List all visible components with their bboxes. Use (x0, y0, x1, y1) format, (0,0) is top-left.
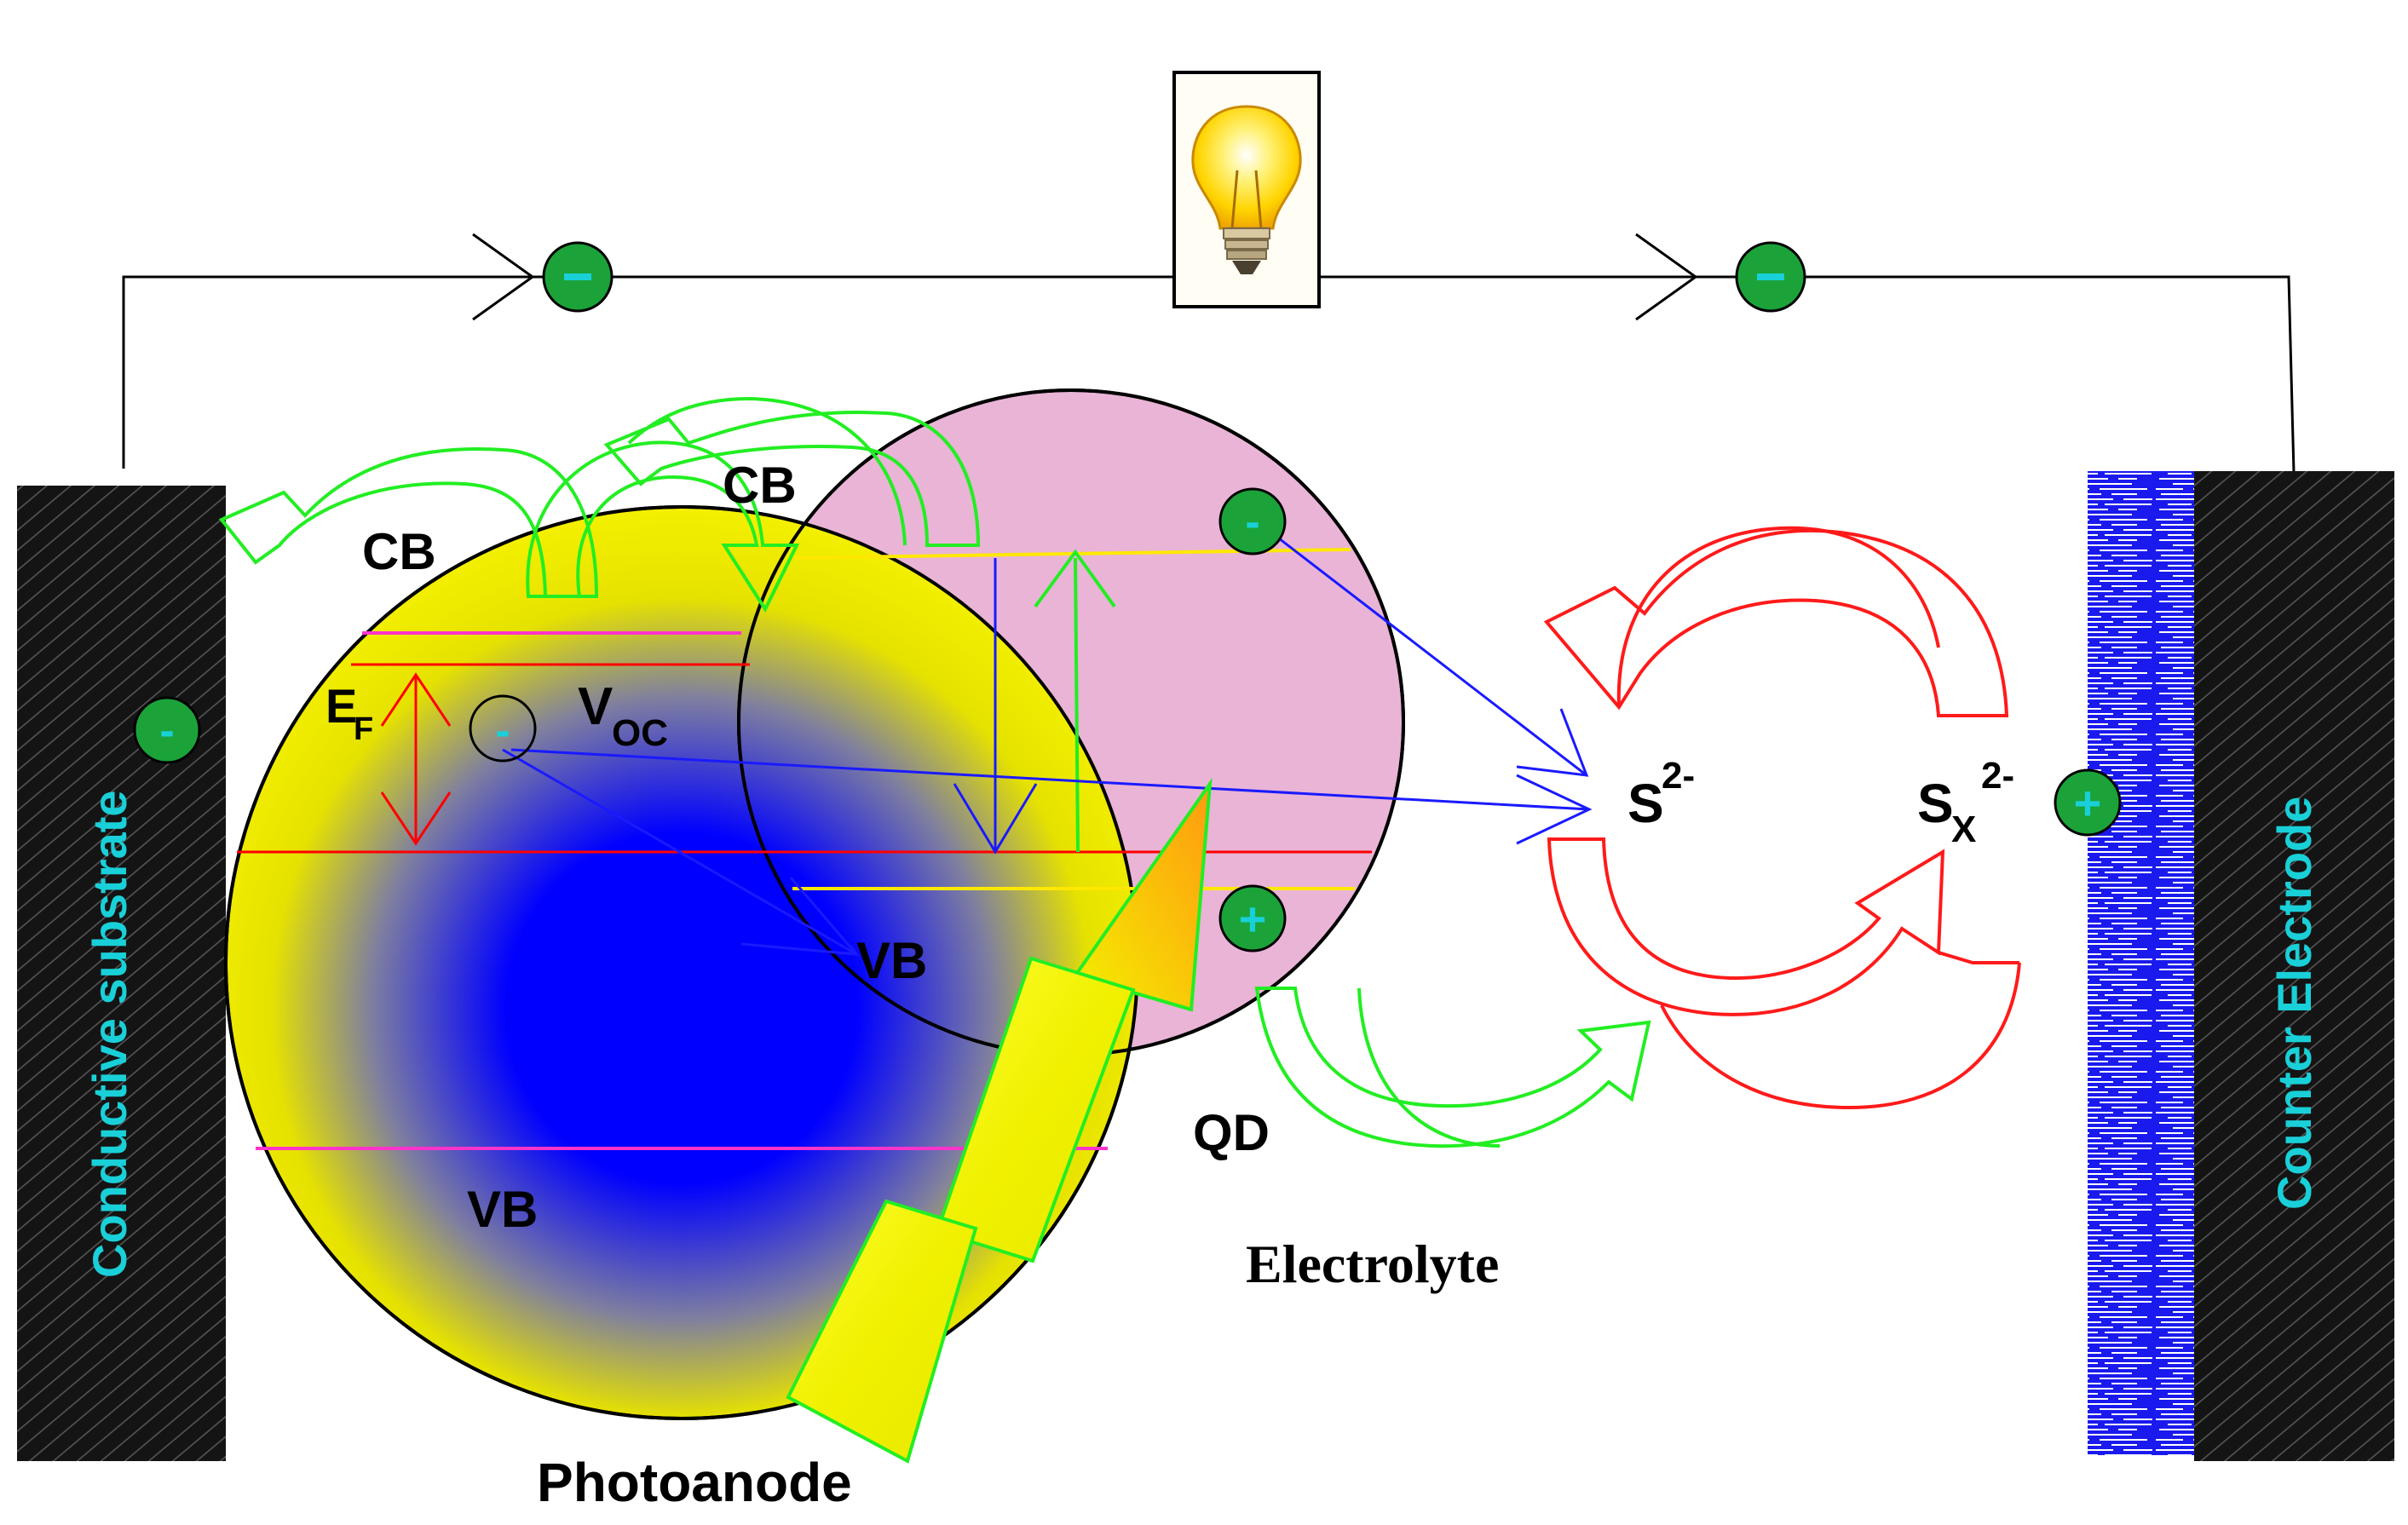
hole-transfer-arrow (1254, 987, 1651, 1148)
electrolyte-label: Electrolyte (1246, 1234, 1499, 1294)
svg-text:OC: OC (612, 712, 668, 754)
electron-photoanode: - (469, 694, 537, 762)
svg-text:S: S (1627, 773, 1664, 834)
conductive-substrate-label: Conductive substrate (83, 790, 136, 1278)
svg-text:2-: 2- (1662, 755, 1695, 797)
redox-cycle (1543, 526, 2021, 1110)
counter-electrode-label: Counter Electrode (2267, 797, 2321, 1210)
qd-cb-label: CB (723, 457, 797, 514)
hole-qd: + (1218, 884, 1287, 952)
svg-text:V: V (578, 677, 613, 736)
svg-text:E: E (325, 679, 357, 733)
svg-text:-: - (495, 706, 510, 756)
photoanode-cb-label: CB (362, 523, 436, 580)
conductive-substrate: Conductive substrate (17, 486, 226, 1461)
svg-text:S: S (1917, 773, 1954, 834)
external-circuit (122, 233, 2296, 474)
svg-text:+: + (1239, 892, 1267, 946)
polysulfide-label: S X 2- (1917, 755, 2014, 850)
current-direction-icon (1635, 233, 1698, 321)
counter-electrode: Counter Electrode (2088, 471, 2394, 1461)
svg-text:+: + (2074, 776, 2102, 830)
sulfide-label: S 2- (1627, 755, 1695, 834)
photoanode-label: Photoanode (537, 1452, 852, 1513)
circuit-electron (542, 241, 614, 313)
qd-label: QD (1193, 1104, 1270, 1161)
svg-text:F: F (354, 711, 373, 747)
incident-light-beam (786, 777, 1213, 1464)
photoanode-vb-label: VB (467, 1181, 538, 1238)
voc-arrow (380, 672, 452, 846)
electron-qd: - (1218, 487, 1287, 555)
current-direction-icon (472, 233, 535, 321)
circuit-electron (1735, 241, 1806, 313)
electron-transfer-arrows (502, 520, 1593, 956)
hole-counter-electrode: + (2054, 768, 2122, 837)
qd-vb-label: VB (856, 932, 927, 989)
fermi-level-label: E F (325, 679, 373, 747)
svg-text:-: - (1245, 498, 1259, 547)
qd-excitation-arrows (953, 549, 1116, 855)
injection-arrows (218, 396, 981, 613)
light-bulb-icon (1172, 71, 1321, 308)
svg-text:X: X (1951, 809, 1976, 850)
voc-label: V OC (578, 677, 668, 754)
svg-text:-: - (159, 706, 174, 756)
svg-text:2-: 2- (1981, 755, 2014, 797)
electron-substrate: - (133, 696, 201, 764)
